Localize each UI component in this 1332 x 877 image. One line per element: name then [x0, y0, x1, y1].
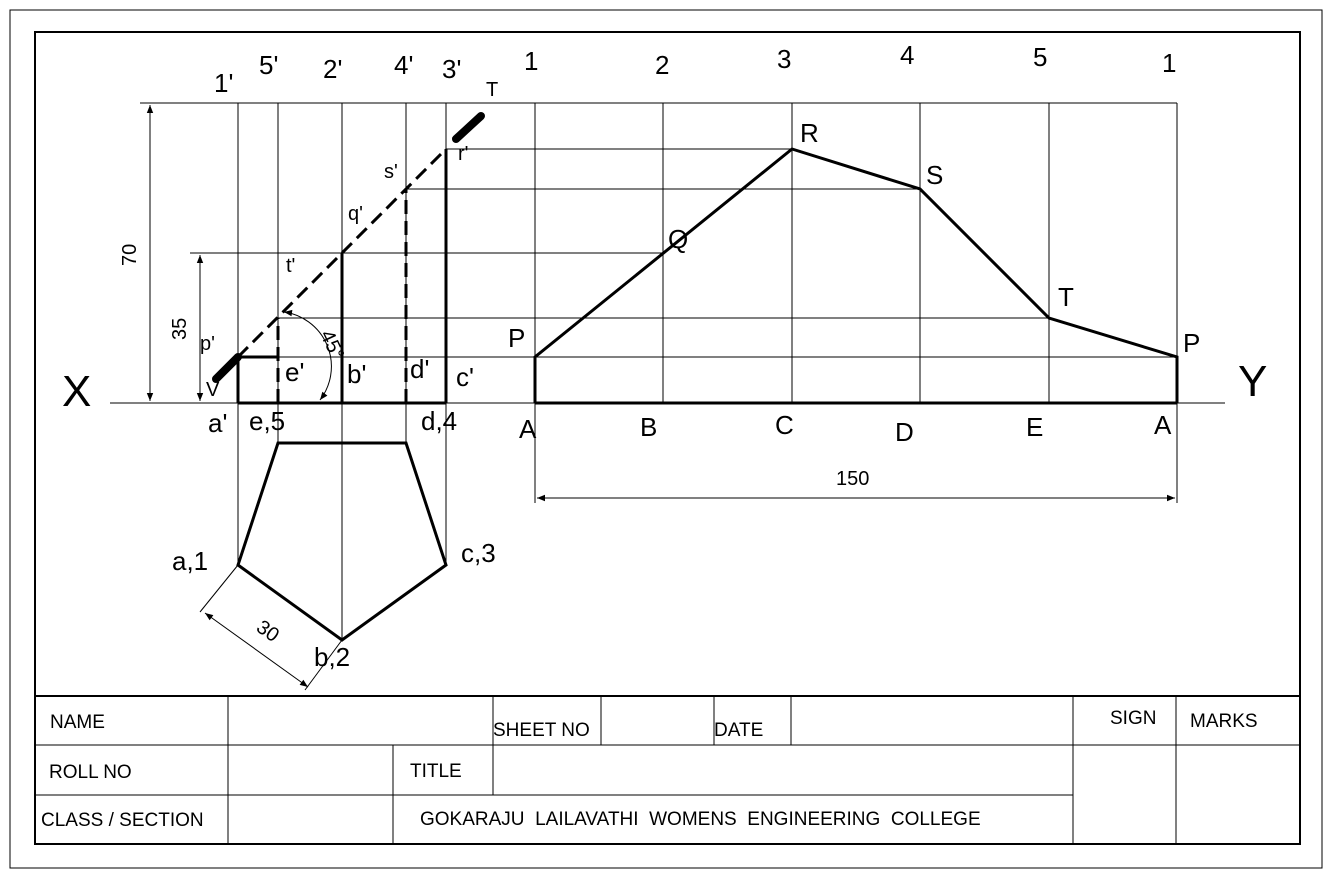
tb-roll-no: ROLL NO: [49, 762, 132, 783]
label-d-prime: d': [410, 354, 429, 384]
label-Q: Q: [668, 224, 688, 254]
label-e-prime: e': [285, 357, 304, 387]
tb-date: DATE: [714, 720, 763, 741]
label-n1b: 1: [1162, 48, 1176, 78]
tb-title: TITLE: [410, 761, 462, 782]
tb-name: NAME: [50, 712, 105, 733]
dimension-text: 70 35 45° 30 150: [119, 244, 869, 647]
front-view: [212, 112, 485, 405]
label-P-left: P: [508, 323, 525, 353]
label-E: E: [1026, 412, 1043, 442]
title-block: NAME SHEET NO DATE SIGN MARKS ROLL NO TI…: [35, 695, 1300, 844]
label-n3: 3: [777, 44, 791, 74]
label-b-prime: b': [347, 359, 366, 389]
tb-class-section: CLASS / SECTION: [41, 810, 204, 831]
label-4p: 4': [394, 50, 413, 80]
development-labels: R S Q T P P A B C D E A: [508, 118, 1200, 447]
label-n2: 2: [655, 50, 669, 80]
label-n1: 1: [524, 46, 538, 76]
label-s-prime: s': [384, 161, 398, 183]
development: [533, 147, 1179, 405]
label-S: S: [926, 160, 943, 190]
front-view-labels: r' s' q' t' p' V e' b' d' c': [200, 143, 474, 401]
tb-sheet-no: SHEET NO: [493, 720, 590, 741]
label-e5: e,5: [249, 406, 285, 436]
label-d4: d,4: [421, 406, 457, 436]
label-n5: 5: [1033, 42, 1047, 72]
tb-sign: SIGN: [1110, 708, 1156, 729]
label-T-dev: T: [1058, 282, 1074, 312]
label-X: X: [62, 367, 91, 416]
label-1p: 1': [214, 68, 233, 98]
tb-college: GOKARAJU LAILAVATHI WOMENS ENGINEERING C…: [420, 809, 981, 830]
dim-30: 30: [252, 616, 283, 647]
label-A-right: A: [1154, 410, 1172, 440]
ground-labels: a' e,5 d,4: [208, 406, 457, 438]
label-5p: 5': [259, 50, 278, 80]
label-R: R: [800, 118, 819, 148]
label-3p: 3': [442, 54, 461, 84]
label-q-prime: q': [348, 203, 363, 225]
label-a-prime: a': [208, 408, 227, 438]
label-A-left: A: [519, 414, 537, 444]
dim-35: 35: [169, 318, 191, 340]
label-Y: Y: [1238, 357, 1267, 406]
dim-150: 150: [836, 468, 869, 490]
label-c3: c,3: [461, 538, 496, 568]
label-T-plane: T: [486, 79, 498, 101]
outer-border: [9, 9, 1323, 869]
label-b2: b,2: [314, 642, 350, 672]
dimension-lines: [146, 105, 1175, 691]
dim-70: 70: [119, 244, 141, 266]
label-B: B: [640, 412, 657, 442]
label-p-prime: p': [200, 333, 215, 355]
drawing-frame: [34, 31, 1301, 845]
label-c-prime: c': [456, 362, 474, 392]
label-a1: a,1: [172, 546, 208, 576]
label-r-prime: r': [458, 143, 468, 165]
label-t-prime: t': [286, 255, 295, 277]
label-C: C: [775, 410, 794, 440]
top-view: [236, 441, 448, 642]
label-P-right: P: [1183, 328, 1200, 358]
top-labels: 1' 5' 2' 4' 3' T 1 2 3 4 5 1: [214, 40, 1176, 101]
label-D: D: [895, 417, 914, 447]
tb-marks: MARKS: [1190, 711, 1258, 732]
label-V: V: [206, 379, 220, 401]
top-view-labels: a,1 c,3 b,2: [172, 538, 496, 672]
label-2p: 2': [323, 54, 342, 84]
label-n4: 4: [900, 40, 914, 70]
